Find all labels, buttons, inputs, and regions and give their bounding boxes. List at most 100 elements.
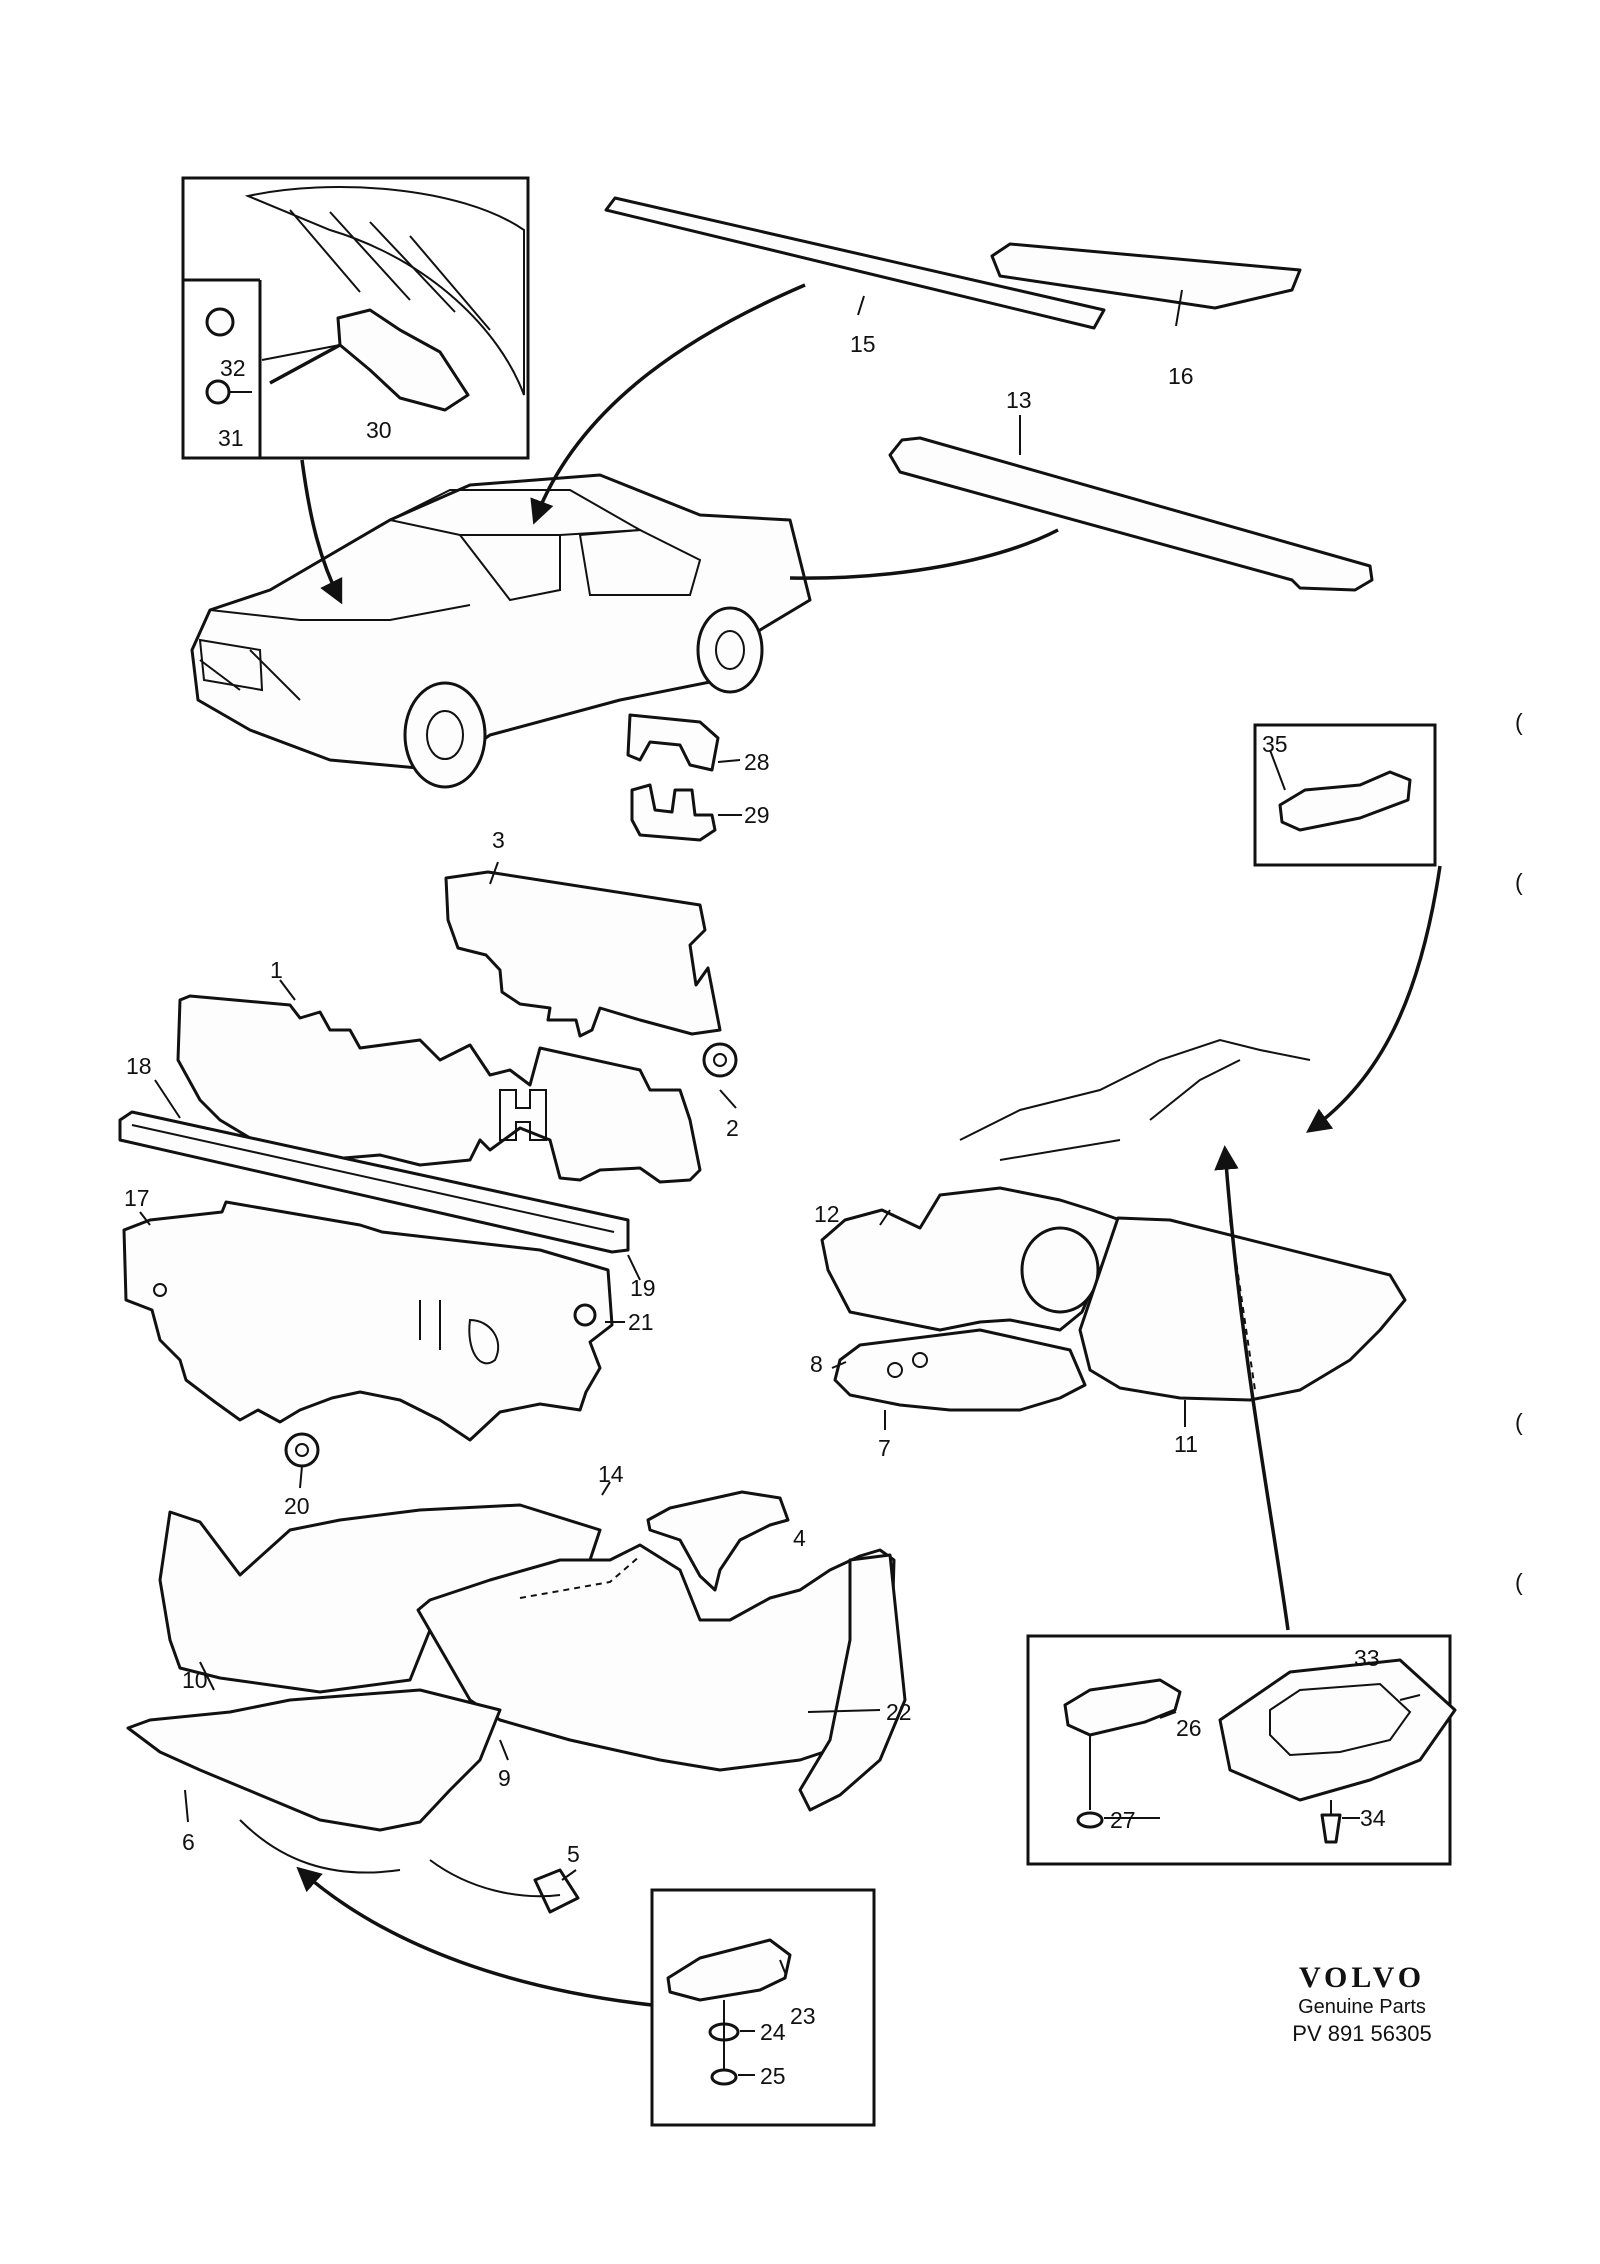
part-25-washer xyxy=(710,2068,738,2086)
callout-25: 25 xyxy=(760,2063,786,2089)
part-18-rail-edge xyxy=(131,1124,615,1233)
part-13-panel xyxy=(888,436,1374,592)
brand-subtitle: Genuine Parts xyxy=(1298,1996,1426,2018)
callout-11: 11 xyxy=(1174,1431,1198,1457)
part-14-tunnel-outline xyxy=(519,1555,641,1599)
callout-5: 5 xyxy=(567,1841,580,1867)
part-15-panel xyxy=(604,196,1106,330)
part-31-screw xyxy=(205,379,231,405)
callout-3: 3 xyxy=(492,827,505,853)
car-rear-hub xyxy=(715,630,745,670)
inset-35-frame xyxy=(1253,723,1437,867)
arrow-inset-to-rear xyxy=(1214,1145,1290,1631)
part-21-screw xyxy=(573,1303,597,1327)
margin-mark-2: ( xyxy=(1515,869,1523,895)
part-20-fastener-core xyxy=(295,1443,309,1457)
hood-outline xyxy=(244,186,525,396)
right-inset-frame xyxy=(1026,1634,1452,1866)
leader-lines xyxy=(139,289,1421,2076)
callout-21: 21 xyxy=(628,1309,654,1335)
part-9-front-mat-right xyxy=(416,1543,896,1772)
callout-14: 14 xyxy=(598,1461,624,1487)
part-33-inner xyxy=(1269,1682,1412,1757)
callout-10: 10 xyxy=(182,1667,208,1693)
callout-29: 29 xyxy=(744,802,770,828)
part-5-grommet xyxy=(533,1868,580,1914)
callout-2: 2 xyxy=(726,1115,739,1141)
part-8-7-floor-pad xyxy=(833,1328,1087,1412)
arrow-30-to-part xyxy=(269,343,341,385)
part-8-hole-2 xyxy=(912,1352,928,1368)
callout-34: 34 xyxy=(1360,1805,1386,1831)
leader-32 xyxy=(261,344,341,361)
part-27-fastener xyxy=(1076,1811,1104,1829)
part-16-panel xyxy=(990,242,1302,310)
part-17-hole xyxy=(153,1283,167,1297)
arrow-35-to-rear xyxy=(1306,865,1442,1133)
arrow-bottom-to-floor xyxy=(296,1866,653,2007)
callout-31: 31 xyxy=(218,425,244,451)
callout-30: 30 xyxy=(366,417,392,443)
part-3-panel xyxy=(444,870,722,1038)
callout-1: 1 xyxy=(270,957,283,983)
volvo-logo: VOLVO xyxy=(1298,1961,1426,1994)
part-20-fastener xyxy=(284,1432,320,1468)
part-29-clip xyxy=(630,783,717,842)
callout-13: 13 xyxy=(1006,387,1032,413)
part-35-pad xyxy=(1278,770,1412,832)
part-23-pad xyxy=(666,1938,792,2002)
part-17-cutouts xyxy=(419,1300,500,1365)
part-11-fold-line xyxy=(1229,1219,1256,1391)
callout-27: 27 xyxy=(1110,1807,1136,1833)
callout-12: 12 xyxy=(814,1201,840,1227)
callout-26: 26 xyxy=(1176,1715,1202,1741)
part-33-pad xyxy=(1218,1658,1457,1802)
part-28-clip xyxy=(626,713,720,772)
brand-block: VOLVO Genuine Parts PV 891 56305 xyxy=(1262,1962,1462,2048)
rear-body-outline xyxy=(959,1038,1311,1161)
part-2-fastener xyxy=(702,1042,738,1078)
callout-8: 8 xyxy=(810,1351,823,1377)
callout-22: 22 xyxy=(886,1699,912,1725)
car-front-wheel xyxy=(403,681,487,789)
arrow-15-to-car xyxy=(530,283,806,525)
callout-7: 7 xyxy=(878,1435,891,1461)
part-6-rear-mat xyxy=(126,1688,502,1832)
part-1-panel xyxy=(176,994,702,1184)
floor-outline xyxy=(239,1819,561,1898)
car-windows xyxy=(457,528,702,602)
part-32-clip xyxy=(205,307,235,337)
hood-inset xyxy=(181,176,530,460)
part-30-hood-pad xyxy=(336,308,470,412)
callout-20: 20 xyxy=(284,1493,310,1519)
part-2-fastener-core xyxy=(713,1053,727,1067)
car-front-hub xyxy=(426,710,464,760)
callout-33: 33 xyxy=(1354,1645,1380,1671)
part-17-panel xyxy=(122,1200,614,1442)
callout-16: 16 xyxy=(1168,363,1194,389)
callout-24: 24 xyxy=(760,2019,786,2045)
callout-15: 15 xyxy=(850,331,876,357)
callout-18: 18 xyxy=(126,1053,152,1079)
diagram-code: PV 891 56305 xyxy=(1292,2021,1432,2046)
bottom-inset-frame xyxy=(650,1888,876,2127)
part-12-tunnel-hump xyxy=(1020,1226,1100,1314)
callout-19: 19 xyxy=(630,1275,656,1301)
callout-9: 9 xyxy=(498,1765,511,1791)
car-rear-wheel xyxy=(696,606,764,694)
part-1-h-cutout xyxy=(499,1089,547,1141)
part-18-rail xyxy=(118,1110,630,1254)
callout-28: 28 xyxy=(744,749,770,775)
margin-mark-3: ( xyxy=(1515,1409,1523,1435)
arrow-hood-to-car xyxy=(300,459,343,605)
hood-ribs xyxy=(289,209,491,331)
part-4-tunnel-cover xyxy=(646,1490,790,1592)
callout-32: 32 xyxy=(220,355,246,381)
arrow-13-to-car xyxy=(789,528,1059,580)
callout-35: 35 xyxy=(1262,731,1288,757)
margin-mark-1: ( xyxy=(1515,709,1523,735)
callout-23: 23 xyxy=(790,2003,816,2029)
callout-17: 17 xyxy=(124,1185,150,1211)
part-8-hole xyxy=(887,1362,903,1378)
